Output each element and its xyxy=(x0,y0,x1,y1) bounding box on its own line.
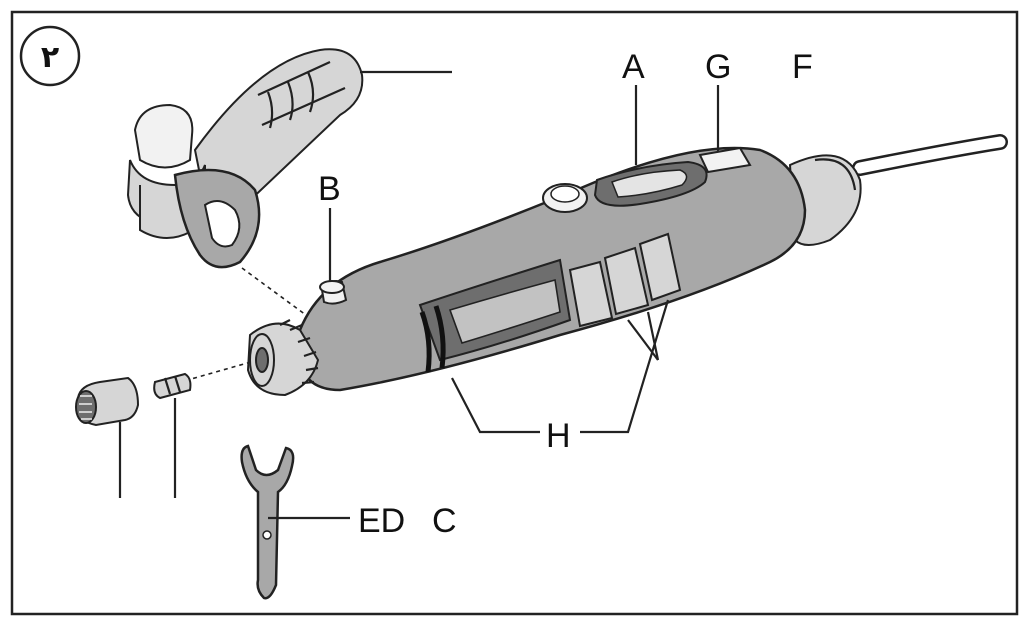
label-g: G xyxy=(705,48,731,86)
label-a: A xyxy=(622,48,645,86)
label-ed: ED xyxy=(358,502,405,540)
collet-nut xyxy=(75,376,140,427)
switch-g xyxy=(698,146,752,174)
label-f: F xyxy=(792,48,813,86)
wrench xyxy=(240,444,295,600)
handle-alignment-line xyxy=(241,267,311,319)
h-leader-grip-2 xyxy=(646,311,660,361)
rotary-tool-body xyxy=(246,146,807,397)
label-b: B xyxy=(318,170,341,208)
figure-number-badge: ٢ xyxy=(19,25,81,87)
h-leader-left xyxy=(451,377,540,434)
label-c: C xyxy=(432,502,457,540)
label-h: H xyxy=(546,417,571,455)
auxiliary-handle xyxy=(126,48,364,269)
power-cord xyxy=(788,134,1008,246)
figure-frame xyxy=(10,10,1019,616)
figure-number: ٢ xyxy=(41,40,59,75)
collet xyxy=(153,372,192,400)
h-leader-grip-1 xyxy=(627,319,659,361)
